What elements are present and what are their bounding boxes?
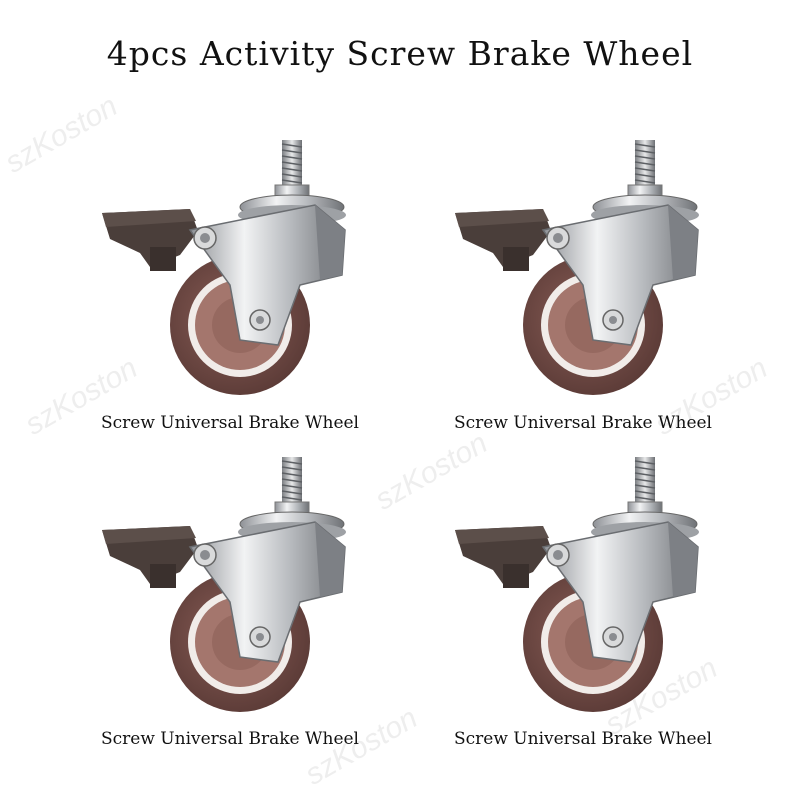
caster-wheel-image — [454, 456, 700, 712]
caster-item: Screw Universal Brake Wheel — [80, 135, 440, 435]
caster-caption: Screw Universal Brake Wheel — [453, 413, 712, 433]
caster-wheel-image — [101, 139, 347, 395]
caster-caption: Screw Universal Brake Wheel — [100, 413, 359, 433]
caster-item: Screw Universal Brake Wheel — [80, 452, 440, 752]
caster-item: Screw Universal Brake Wheel — [433, 452, 793, 752]
caster-item: Screw Universal Brake Wheel — [433, 135, 793, 435]
page-title: 4pcs Activity Screw Brake Wheel — [106, 34, 694, 73]
caster-caption: Screw Universal Brake Wheel — [100, 729, 359, 749]
caster-wheel-image — [101, 456, 347, 712]
caster-caption: Screw Universal Brake Wheel — [453, 729, 712, 749]
caster-wheel-image — [454, 139, 700, 395]
